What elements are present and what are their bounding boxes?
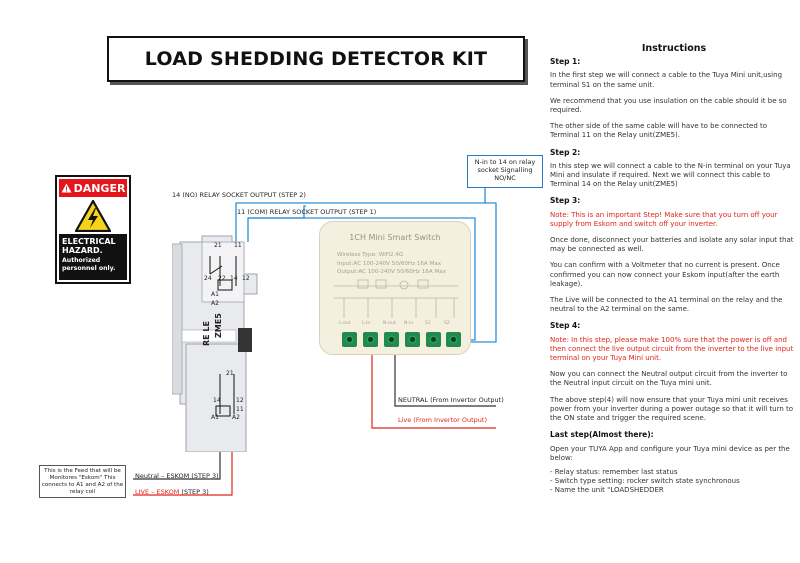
relay-row-24: 24 xyxy=(204,275,212,282)
step4-p2: The above step(4) will now ensure that y… xyxy=(550,395,794,423)
relay-socket: 21 11 24 22 14 12 A1 A2 RE LE ZME5 21 14… xyxy=(171,234,260,453)
step4-warning: Note: In this step, please make 100% sur… xyxy=(550,335,794,363)
terminal-label-s2: S2 xyxy=(444,321,450,326)
title-box: LOAD SHEDDING DETECTOR KIT xyxy=(107,36,525,82)
device-circuit xyxy=(334,279,458,318)
high-voltage-icon xyxy=(75,200,111,232)
label-com-output: 11 (COM) RELAY SOCKET OUTPUT (STEP 1) xyxy=(237,208,377,216)
last-step-heading: Last step(Almost there): xyxy=(550,430,654,440)
relay-bottom-12: 12 xyxy=(236,397,244,404)
danger-header-text: DANGER xyxy=(73,181,126,195)
relay-bottom-a2: A2 xyxy=(232,414,240,421)
instructions-title: Instructions xyxy=(641,43,707,54)
step1-p2: We recommend that you use insulation on … xyxy=(550,96,787,115)
relay-row-22: 22 xyxy=(218,275,226,282)
step2-p1: In this step we will connect a cable to … xyxy=(550,161,791,189)
label-no-output: 14 (NO) RELAY SOCKET OUTPUT (STEP 2) xyxy=(172,191,306,199)
step3-warning: Note: This is an important Step! Make su… xyxy=(550,210,778,228)
step2-heading: Step 2: xyxy=(550,147,581,157)
nin-to-14-callout: N-in to 14 on relay socket Signalling NO… xyxy=(467,155,543,188)
label-neutral-eskom: Neutral – ESKOM (STEP 3) xyxy=(135,472,219,480)
danger-symbol xyxy=(59,199,127,233)
step4-p1: Now you can connect the Neutral output c… xyxy=(550,370,788,388)
wire-live-eskom xyxy=(133,432,233,496)
step3-p3: The Live will be connected to the A1 ter… xyxy=(550,296,783,314)
danger-sub: Authorized personnel only. xyxy=(62,257,116,272)
relay-brand: RE LE xyxy=(202,321,211,346)
relay-model: ZME5 xyxy=(214,313,223,338)
wire-no-14 xyxy=(235,188,486,242)
device-line-1: Wireless Type: WiFi2.4G xyxy=(337,252,404,258)
config-list-item: - Name the unit "LOADSHEDDER xyxy=(550,486,664,495)
relay-coil-a1: A1 xyxy=(211,291,219,298)
label-live-inverter: Live (From Invertor Output) xyxy=(398,416,487,424)
config-list-item: - Switch type setting: rocker switch sta… xyxy=(550,477,740,486)
device-line-3: Output:AC 100-240V 50/60Hz 16A Max xyxy=(337,269,447,275)
live-eskom-step: (STEP 3) xyxy=(181,488,209,496)
relay-top-21: 21 xyxy=(214,242,222,249)
step1-heading: Step 1: xyxy=(550,57,581,67)
page-title: LOAD SHEDDING DETECTOR KIT xyxy=(144,48,488,70)
wire-live-inverter xyxy=(371,350,496,429)
terminal-label-nin: N-in xyxy=(404,321,414,326)
terminal-label-nout: N-out xyxy=(383,321,396,326)
warning-triangle-icon xyxy=(61,183,72,193)
relay-bottom-21: 21 xyxy=(226,370,234,377)
step1-p1: In the first step we will connect a cabl… xyxy=(550,71,783,89)
terminal-label-lout: L-out xyxy=(339,321,351,326)
label-live-eskom: LIVE – ESKOM (STEP 3) xyxy=(135,488,209,496)
danger-text-block: ELECTRICAL HAZARD. Authorized personnel … xyxy=(59,234,127,280)
terminal-label-s1: S1 xyxy=(425,321,431,326)
step1-p3: The other side of the same cable will ha… xyxy=(550,122,768,140)
relay-top-11: 11 xyxy=(234,242,242,249)
terminal-lin xyxy=(363,332,378,347)
device-line-2: Input:AC 100-240V 50/60Hz 16A Max xyxy=(337,261,442,267)
tuya-mini-switch: 1CH Mini Smart Switch Wireless Type: WiF… xyxy=(319,221,471,355)
config-list-item: - Relay status: remember last status xyxy=(550,467,678,476)
relay-bottom-a1: A1 xyxy=(211,414,219,421)
relay-coil-a2: A2 xyxy=(211,300,219,307)
live-eskom-text: LIVE – ESKOM xyxy=(135,488,180,496)
terminal-s1 xyxy=(426,332,441,347)
relay-bottom-11: 11 xyxy=(236,406,244,413)
label-neutral-inverter: NEUTRAL (From Invertor Output) xyxy=(398,396,504,404)
wire-neutral-inverter xyxy=(394,350,496,407)
danger-hazard: ELECTRICAL HAZARD. xyxy=(62,237,116,255)
relay-drawing xyxy=(171,235,258,453)
terminal-s2 xyxy=(446,332,461,347)
step3-p1: Once done, disconnect your batteries and… xyxy=(550,236,794,254)
instructions-panel: Instructions Step 1: In the first step w… xyxy=(550,44,798,496)
step4-heading: Step 4: xyxy=(550,321,581,331)
terminal-label-lin: L-in xyxy=(362,321,371,326)
terminal-lout xyxy=(342,332,357,347)
step3-p2: You can confirm with a Voltmeter that no… xyxy=(550,261,780,288)
relay-row-12: 12 xyxy=(242,275,250,282)
danger-sign: DANGER ELECTRICAL HAZARD. Authorized per… xyxy=(55,175,131,284)
device-name: 1CH Mini Smart Switch xyxy=(349,233,441,242)
relay-bottom-14: 14 xyxy=(213,397,221,404)
last-step-p1: Open your TUYA App and configure your Tu… xyxy=(550,444,790,462)
terminal-nin xyxy=(405,332,420,347)
relay-row-14: 14 xyxy=(230,275,238,282)
danger-header: DANGER xyxy=(59,179,127,197)
terminal-nout xyxy=(384,332,399,347)
step3-heading: Step 3: xyxy=(550,196,581,206)
feed-callout: This is the Feed that will be Monitores … xyxy=(39,465,126,498)
